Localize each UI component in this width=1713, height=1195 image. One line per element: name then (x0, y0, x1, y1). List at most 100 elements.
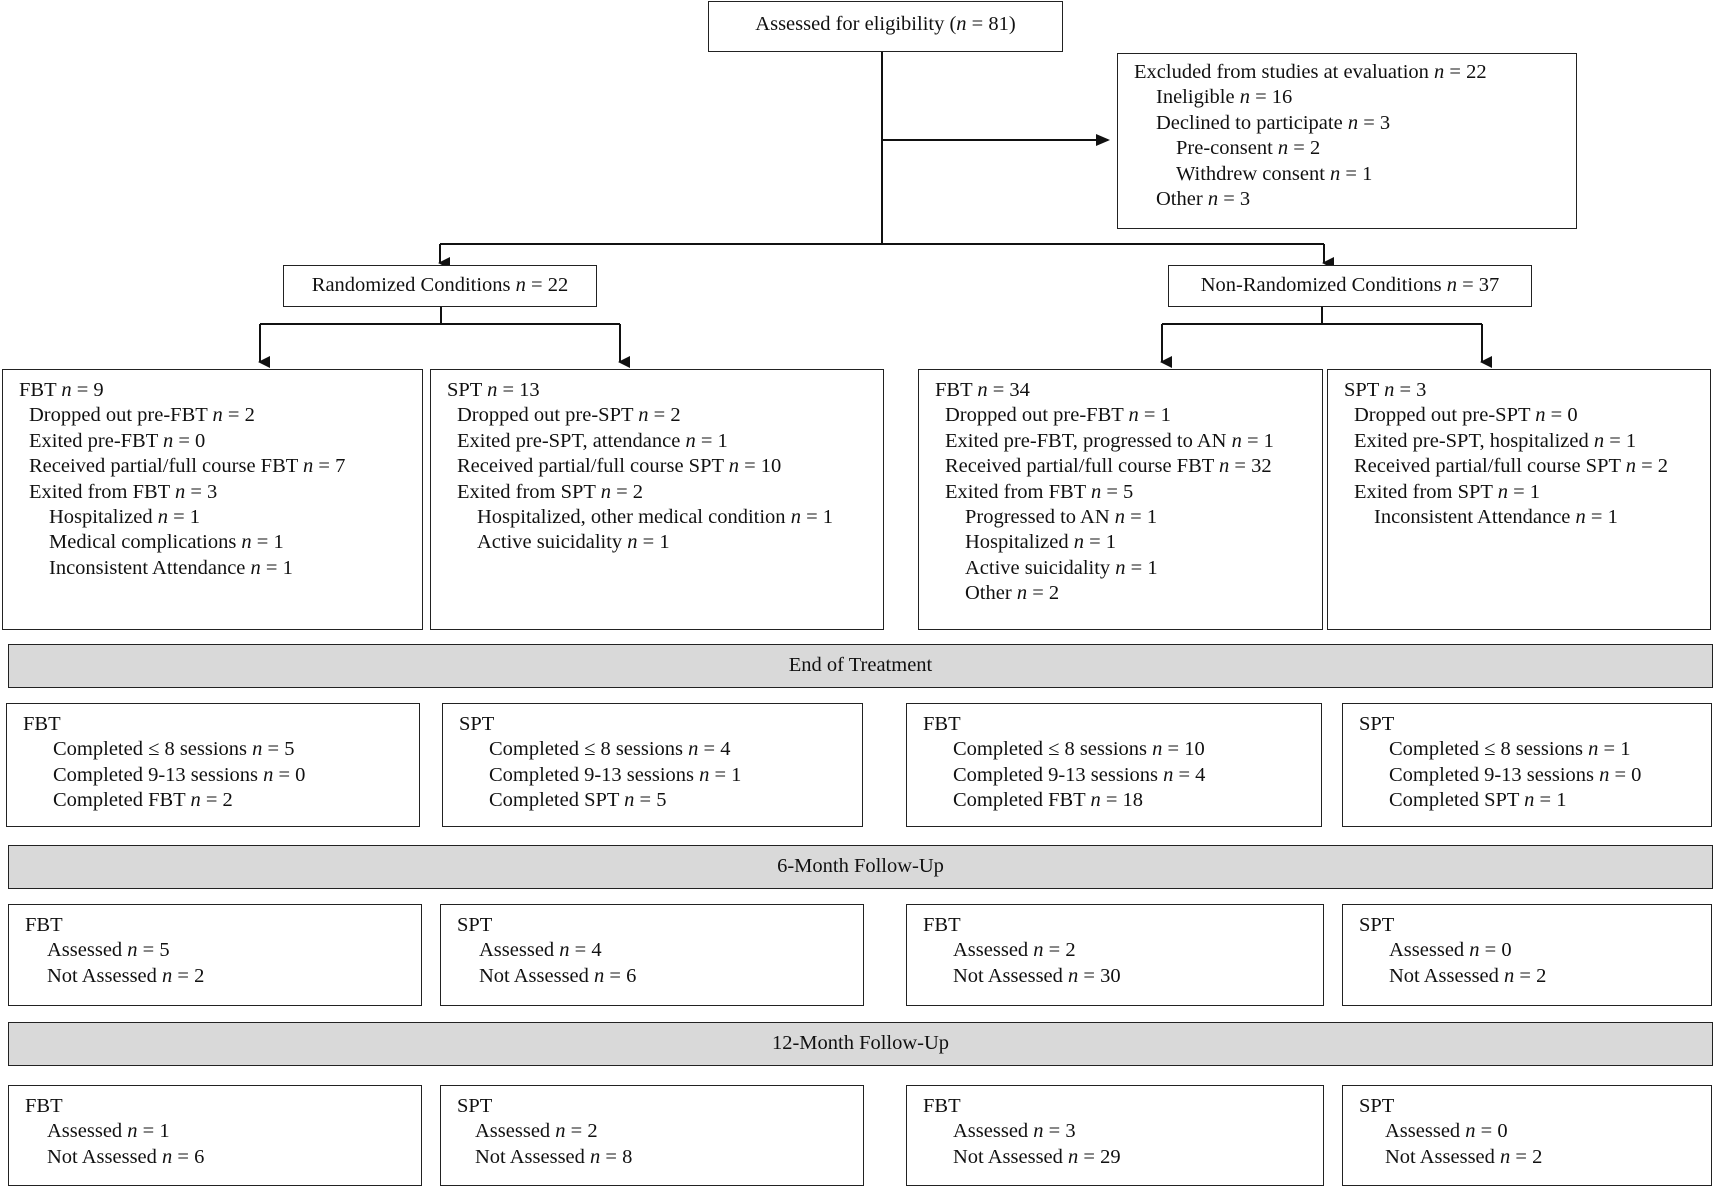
assessed-box: Assessed for eligibility (n = 81) (708, 1, 1063, 52)
box-heading: SPT (1359, 713, 1395, 735)
excluded-box: Excluded from studies at evaluation n = … (1117, 53, 1577, 229)
box-line: Assessed n = 5 (47, 939, 170, 962)
box-heading: FBT (923, 713, 961, 735)
box-line: Progressed to AN n = 1 (965, 506, 1158, 528)
box-line: Exited from FBT n = 5 (945, 480, 1134, 503)
box-line: Completed 9-13 sessions n = 4 (953, 763, 1206, 786)
box-line: Exited pre-SPT, hospitalized n = 1 (1354, 429, 1637, 452)
nonrandomized-box: Non-Randomized Conditions n = 37 (1168, 265, 1532, 307)
box-heading: SPT n = 13 (447, 379, 540, 401)
box-line: Not Assessed n = 2 (47, 964, 205, 987)
box-heading: FBT (25, 1095, 63, 1117)
box-heading: SPT (457, 914, 493, 936)
assessed-text: Assessed for eligibility (n = 81) (755, 13, 1016, 35)
box-line: Not Assessed n = 30 (953, 964, 1121, 987)
box-heading: SPT (1359, 914, 1395, 936)
box-line: Dropped out pre-FBT n = 2 (29, 404, 255, 427)
excluded-line: Ineligible n = 16 (1156, 86, 1293, 109)
excluded-line: Declined to participate n = 3 (1156, 111, 1391, 134)
box-heading: FBT n = 34 (935, 379, 1030, 401)
box-line: Exited pre-FBT, progressed to AN n = 1 (945, 429, 1274, 452)
box-line: Assessed n = 1 (47, 1120, 170, 1143)
excluded-line: Withdrew consent n = 1 (1176, 162, 1373, 185)
excluded-line: Pre-consent n = 2 (1176, 137, 1321, 160)
band-12-month: 12-Month Follow-Up (8, 1022, 1713, 1066)
box-line: Inconsistent Attendance n = 1 (49, 556, 293, 579)
excluded-line: Other n = 3 (1156, 188, 1251, 210)
band-6-month: 6-Month Follow-Up (8, 845, 1713, 889)
box-line: Received partial/full course SPT n = 10 (457, 455, 782, 478)
box-heading: FBT n = 9 (19, 379, 104, 401)
box-heading: FBT (923, 1095, 961, 1117)
box-line: Exited from FBT n = 3 (29, 480, 218, 503)
band-end-of-treatment: End of Treatment (8, 644, 1713, 688)
box-line: Completed FBT n = 2 (53, 789, 233, 812)
box-line: Completed SPT n = 1 (1389, 789, 1567, 812)
box-line: Hospitalized, other medical condition n … (477, 506, 833, 528)
box-line: Received partial/full course SPT n = 2 (1354, 455, 1669, 478)
box-heading: FBT (25, 914, 63, 936)
box-line: Assessed n = 2 (953, 939, 1076, 962)
box-heading: SPT n = 3 (1344, 379, 1427, 401)
box-line: Completed 9-13 sessions n = 0 (53, 763, 306, 786)
box-line: Completed FBT n = 18 (953, 789, 1143, 812)
box-line: Not Assessed n = 29 (953, 1145, 1121, 1168)
box-line: Completed SPT n = 5 (489, 789, 667, 812)
box-line: Completed ≤ 8 sessions n = 10 (953, 738, 1205, 761)
box-heading: FBT (23, 713, 61, 735)
box-line: Hospitalized n = 1 (965, 531, 1117, 554)
box-line: Assessed n = 3 (953, 1120, 1076, 1143)
box-line: Assessed n = 0 (1389, 939, 1512, 962)
box-line: Assessed n = 2 (475, 1120, 598, 1143)
excluded-line: Excluded from studies at evaluation n = … (1134, 61, 1487, 83)
box-line: Not Assessed n = 6 (47, 1145, 205, 1168)
box-line: Dropped out pre-FBT n = 1 (945, 404, 1171, 427)
box-line: Assessed n = 4 (479, 939, 602, 962)
box-line: Active suicidality n = 1 (477, 531, 670, 554)
box-line: Exited from SPT n = 2 (457, 480, 644, 503)
box-line: Exited pre-SPT, attendance n = 1 (457, 429, 728, 452)
box-line: Not Assessed n = 2 (1389, 964, 1547, 987)
box-line: Not Assessed n = 2 (1385, 1145, 1543, 1168)
box-line: Dropped out pre-SPT n = 0 (1354, 404, 1578, 427)
box-line: Exited pre-FBT n = 0 (29, 429, 206, 452)
randomized-box: Randomized Conditions n = 22 (283, 265, 597, 307)
box-line: Inconsistent Attendance n = 1 (1374, 506, 1618, 528)
box-line: Completed 9-13 sessions n = 1 (489, 763, 742, 786)
box-line: Received partial/full course FBT n = 32 (945, 455, 1272, 478)
box-line: Hospitalized n = 1 (49, 506, 201, 528)
box-line: Not Assessed n = 6 (479, 964, 637, 987)
box-line: Completed ≤ 8 sessions n = 5 (53, 738, 295, 761)
randomized-label: Randomized Conditions n = 22 (311, 274, 569, 296)
box-line: Assessed n = 0 (1385, 1120, 1508, 1143)
box-heading: FBT (923, 914, 961, 936)
box-line: Completed ≤ 8 sessions n = 4 (489, 738, 731, 761)
box-heading: SPT (457, 1095, 493, 1117)
box-line: Other n = 2 (965, 582, 1060, 605)
box-line: Not Assessed n = 8 (475, 1145, 633, 1168)
box-line: Dropped out pre-SPT n = 2 (457, 404, 681, 427)
box-line: Completed 9-13 sessions n = 0 (1389, 763, 1642, 786)
box-line: Active suicidality n = 1 (965, 556, 1158, 579)
box-line: Medical complications n = 1 (49, 531, 284, 554)
box-heading: SPT (1359, 1095, 1395, 1117)
box-line: Received partial/full course FBT n = 7 (29, 455, 346, 478)
box-line: Exited from SPT n = 1 (1354, 480, 1541, 503)
